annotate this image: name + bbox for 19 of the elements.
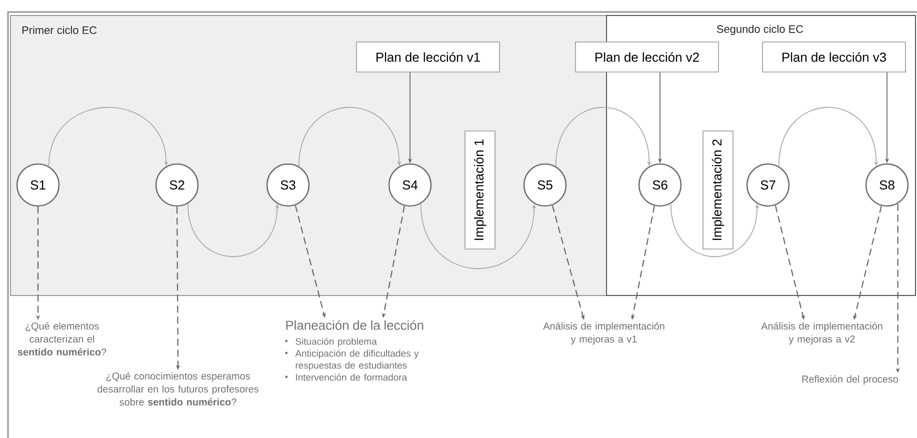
plan-box: Plan de lección v1: [356, 42, 500, 72]
plan-box: Plan de lección v3: [762, 42, 906, 72]
note-text: ¿Qué elementos caracterizan el sentido numérico?: [18, 322, 106, 356]
node-label: Situación problema: [296, 338, 377, 347]
arrow: [555, 106, 652, 167]
node-label: Intervención de formadora: [296, 374, 408, 381]
plan-box: Plan de lección v2: [575, 42, 719, 72]
arrow: [48, 106, 168, 167]
note-text: ¿Qué conocimientos esperamos desarrollar en los futuros profesores sobre sentido numérico?: [98, 372, 258, 406]
implementation-box: Implementación 1: [464, 130, 496, 250]
note-text: Reflexión del proceso: [802, 375, 898, 385]
lesson-plan-list: Planeación de la lección Situación problema Anticipación de dificultades y respuestas de estudiantes Intervención de formadora: [285, 320, 424, 381]
note-text: Análisis de implementación y mejoras a v1: [543, 322, 664, 345]
arrow: [298, 106, 402, 167]
note-text: Análisis de implementación y mejoras a v2: [761, 322, 882, 345]
node-label: Anticipación de dificultades y respuestas de estudiantes: [295, 350, 419, 371]
arrow: [778, 106, 878, 167]
implementation-box: Implementación 2: [702, 130, 734, 250]
node-label: Planeación de la lección: [286, 320, 424, 330]
